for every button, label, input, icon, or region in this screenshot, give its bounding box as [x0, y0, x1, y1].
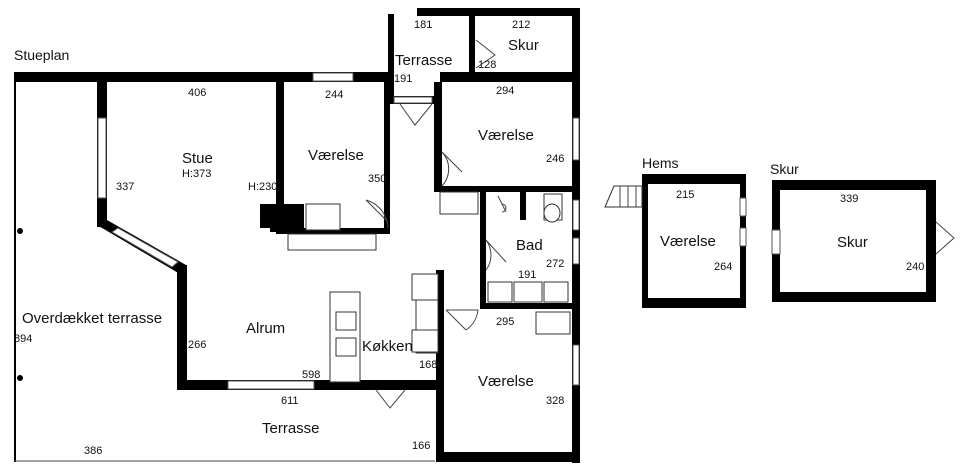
room-label-skur: Skur	[837, 234, 868, 251]
dimension: 406	[188, 87, 206, 99]
dimension: 181	[414, 19, 432, 31]
room-label-bad: Bad	[516, 237, 543, 254]
dimension: 240	[906, 261, 924, 273]
post-marker	[17, 375, 23, 381]
dimension: 294	[496, 85, 514, 97]
dimension: 168	[419, 359, 437, 371]
room-label-vaerelse-1: Værelse	[308, 147, 364, 164]
dimension: 264	[714, 261, 732, 273]
dimension: 191	[394, 73, 412, 85]
dimension: 328	[546, 395, 564, 407]
skur-title: Skur	[770, 161, 799, 177]
room-label-vaerelse-2: Værelse	[478, 127, 534, 144]
room-label-skur-top: Skur	[508, 37, 539, 54]
dimension: 166	[412, 440, 430, 452]
dimension: 386	[84, 445, 102, 457]
dimension: 894	[14, 333, 32, 345]
room-label-hems-vaerelse: Værelse	[660, 233, 716, 250]
skur-walls	[771, 180, 955, 302]
dimension: 350	[368, 173, 386, 185]
dimension: 128	[478, 59, 496, 71]
dimension: 266	[188, 339, 206, 351]
stue-height: H:373	[182, 168, 211, 180]
room-label-koekken: Køkken	[362, 338, 413, 355]
dimension: 339	[840, 193, 858, 205]
room-label-terrasse-top: Terrasse	[395, 52, 453, 69]
post-marker	[17, 228, 23, 234]
dimension: 244	[325, 89, 343, 101]
dimension: 598	[302, 369, 320, 381]
dimension: 272	[546, 258, 564, 270]
dimension: 212	[512, 19, 530, 31]
dimension: 246	[546, 153, 564, 165]
hems-walls	[604, 174, 747, 308]
room-label-vaerelse-3: Værelse	[478, 373, 534, 390]
fixtures	[287, 191, 571, 383]
dimension: 337	[116, 181, 134, 193]
room-label-overdaekket-terrasse: Overdækket terrasse	[22, 310, 162, 327]
hems-title: Hems	[642, 155, 679, 171]
dimension: 295	[496, 316, 514, 328]
dimension: 215	[676, 189, 694, 201]
room-label-terrasse-bottom: Terrasse	[262, 420, 320, 437]
room-label-alrum: Alrum	[246, 320, 285, 337]
ground-floor-title: Stueplan	[14, 47, 69, 63]
dimension: 611	[281, 395, 299, 407]
ground-floor-windows	[97, 72, 580, 390]
room-label-stue: Stue	[182, 150, 213, 167]
dimension: 191	[518, 269, 536, 281]
ceiling-height-label: H:230	[248, 181, 277, 193]
